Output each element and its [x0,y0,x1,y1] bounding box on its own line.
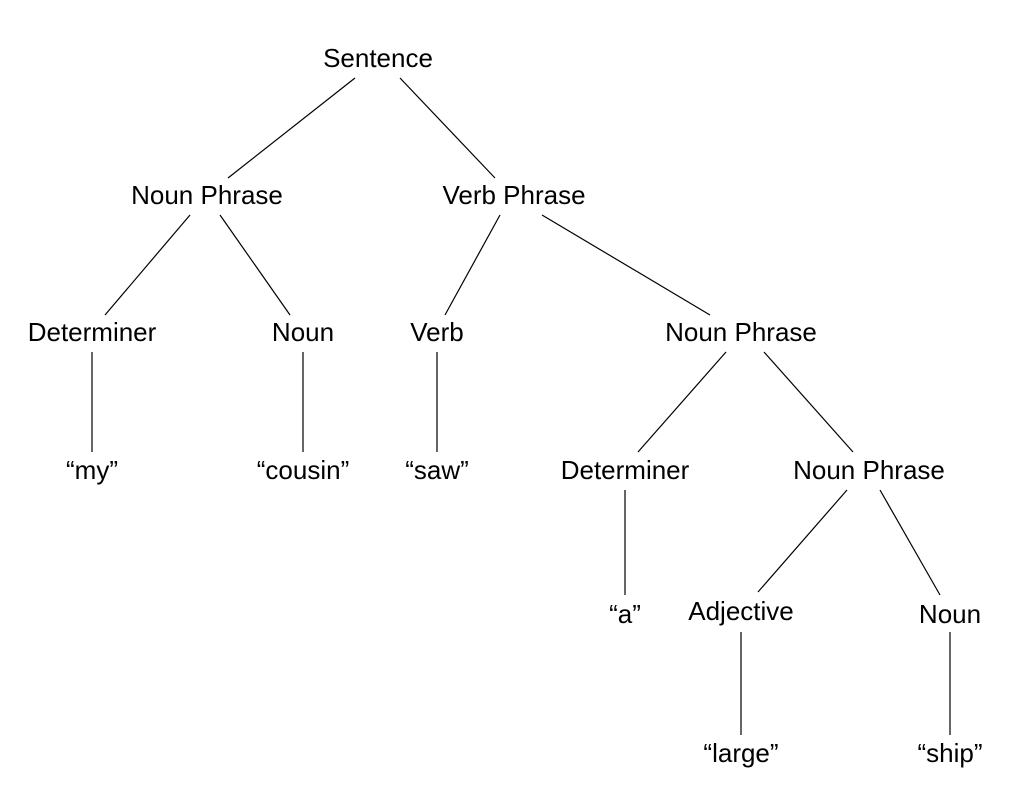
edge-vp-verb [444,214,501,316]
node-subject-noun: Noun [272,317,334,347]
edge-vp-object-np [541,214,711,316]
leaf-ship: “ship” [917,738,982,768]
node-verb-phrase: Verb Phrase [442,180,585,210]
edge-subject-np-det [104,214,191,316]
node-subject-determiner: Determiner [28,317,157,347]
node-inner-noun-phrase: Noun Phrase [793,455,945,485]
edge-sentence-vp [399,77,496,179]
tree-edges [91,77,951,735]
leaf-my: “my” [66,455,118,485]
node-object-noun-phrase: Noun Phrase [665,317,817,347]
edge-object-np-inner-np [763,351,854,453]
node-adjective: Adjective [688,596,794,626]
leaf-cousin: “cousin” [257,455,349,485]
leaf-a: “a” [609,599,641,629]
node-sentence: Sentence [323,43,433,73]
node-verb: Verb [410,317,464,347]
node-object-determiner: Determiner [561,455,690,485]
tree-nodes: Sentence Noun Phrase Verb Phrase Determi… [28,43,983,768]
leaf-large: “large” [703,738,778,768]
edge-subject-np-noun [219,214,291,316]
edge-object-np-det [637,351,727,453]
node-inner-noun: Noun [919,599,981,629]
node-subject-noun-phrase: Noun Phrase [131,180,283,210]
leaf-saw: “saw” [405,455,469,485]
edge-sentence-subject-np [227,77,356,179]
edge-inner-np-adjective [757,489,848,593]
edge-inner-np-noun [879,489,941,596]
